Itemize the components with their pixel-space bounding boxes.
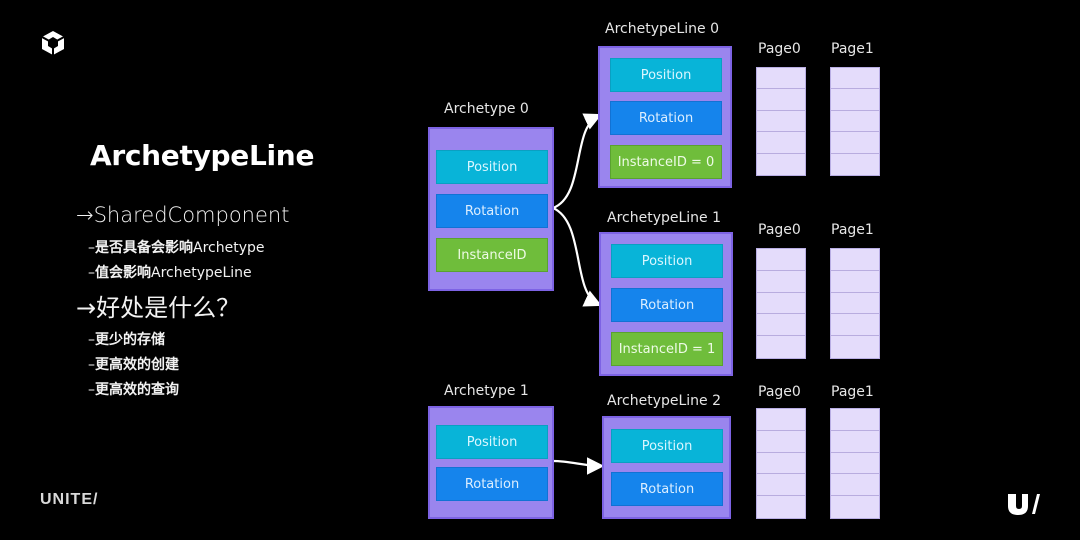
bullet-shared-component: →SharedComponent (76, 203, 290, 227)
bullet-benefits: →好处是什么？ (76, 294, 241, 322)
bullet-affects-archetype: –是否具备会影响Archetype (88, 240, 265, 256)
page1-column-line1 (830, 248, 880, 359)
page0-label-line1: Page0 (758, 222, 801, 238)
page1-label-line2: Page1 (831, 384, 874, 400)
page0-column-line0 (756, 67, 806, 176)
archetype-0-box: Position Rotation InstanceID (428, 127, 554, 291)
archetype-1-box: Position Rotation (428, 406, 554, 519)
page1-label-line1: Page1 (831, 222, 874, 238)
archetypeline-2-box: Position Rotation (602, 416, 731, 519)
archetype-0-rotation: Rotation (436, 194, 548, 228)
archetypeline-2-rotation: Rotation (611, 472, 723, 506)
archetypeline-0-label: ArchetypeLine 0 (605, 21, 720, 37)
archetype-0-instanceid: InstanceID (436, 238, 548, 272)
page0-column-line1 (756, 248, 806, 359)
arrow-archetype0-to-line1 (552, 206, 602, 307)
bullet-less-storage: –更少的存储 (88, 332, 165, 348)
archetype-0-label: Archetype 0 (444, 101, 529, 117)
archetypeline-0-box: Position Rotation InstanceID = 0 (598, 46, 732, 188)
archetype-0-position: Position (436, 150, 548, 184)
archetypeline-0-instanceid: InstanceID = 0 (610, 145, 722, 179)
page1-label-line0: Page1 (831, 41, 874, 57)
page0-label-line2: Page0 (758, 384, 801, 400)
archetype-1-label: Archetype 1 (444, 383, 529, 399)
slide-title: ArchetypeLine (90, 139, 315, 172)
archetype-1-rotation: Rotation (436, 467, 548, 501)
bullet-efficient-create: –更高效的创建 (88, 357, 179, 373)
unite-wordmark: UNITE/ (40, 491, 99, 508)
archetypeline-1-box: Position Rotation InstanceID = 1 (599, 232, 733, 376)
bullet-affects-archetypeline: –值会影响ArchetypeLine (88, 265, 252, 281)
page1-column-line0 (830, 67, 880, 176)
arrow-archetype0-to-line0 (552, 113, 602, 210)
archetypeline-0-rotation: Rotation (610, 101, 722, 135)
archetypeline-2-label: ArchetypeLine 2 (607, 393, 722, 409)
archetypeline-1-position: Position (611, 244, 723, 278)
unite-u-slash-icon (1008, 494, 1040, 515)
archetype-1-position: Position (436, 425, 548, 459)
archetypeline-1-label: ArchetypeLine 1 (607, 210, 722, 226)
page1-column-line2 (830, 408, 880, 519)
archetypeline-0-position: Position (610, 58, 722, 92)
page0-label-line0: Page0 (758, 41, 801, 57)
unity-cube-icon (41, 31, 65, 55)
archetypeline-1-rotation: Rotation (611, 288, 723, 322)
bullet-efficient-query: –更高效的查询 (88, 382, 179, 398)
archetypeline-1-instanceid: InstanceID = 1 (611, 332, 723, 366)
arrow-archetype1-to-line2 (552, 457, 605, 475)
archetypeline-2-position: Position (611, 429, 723, 463)
page0-column-line2 (756, 408, 806, 519)
